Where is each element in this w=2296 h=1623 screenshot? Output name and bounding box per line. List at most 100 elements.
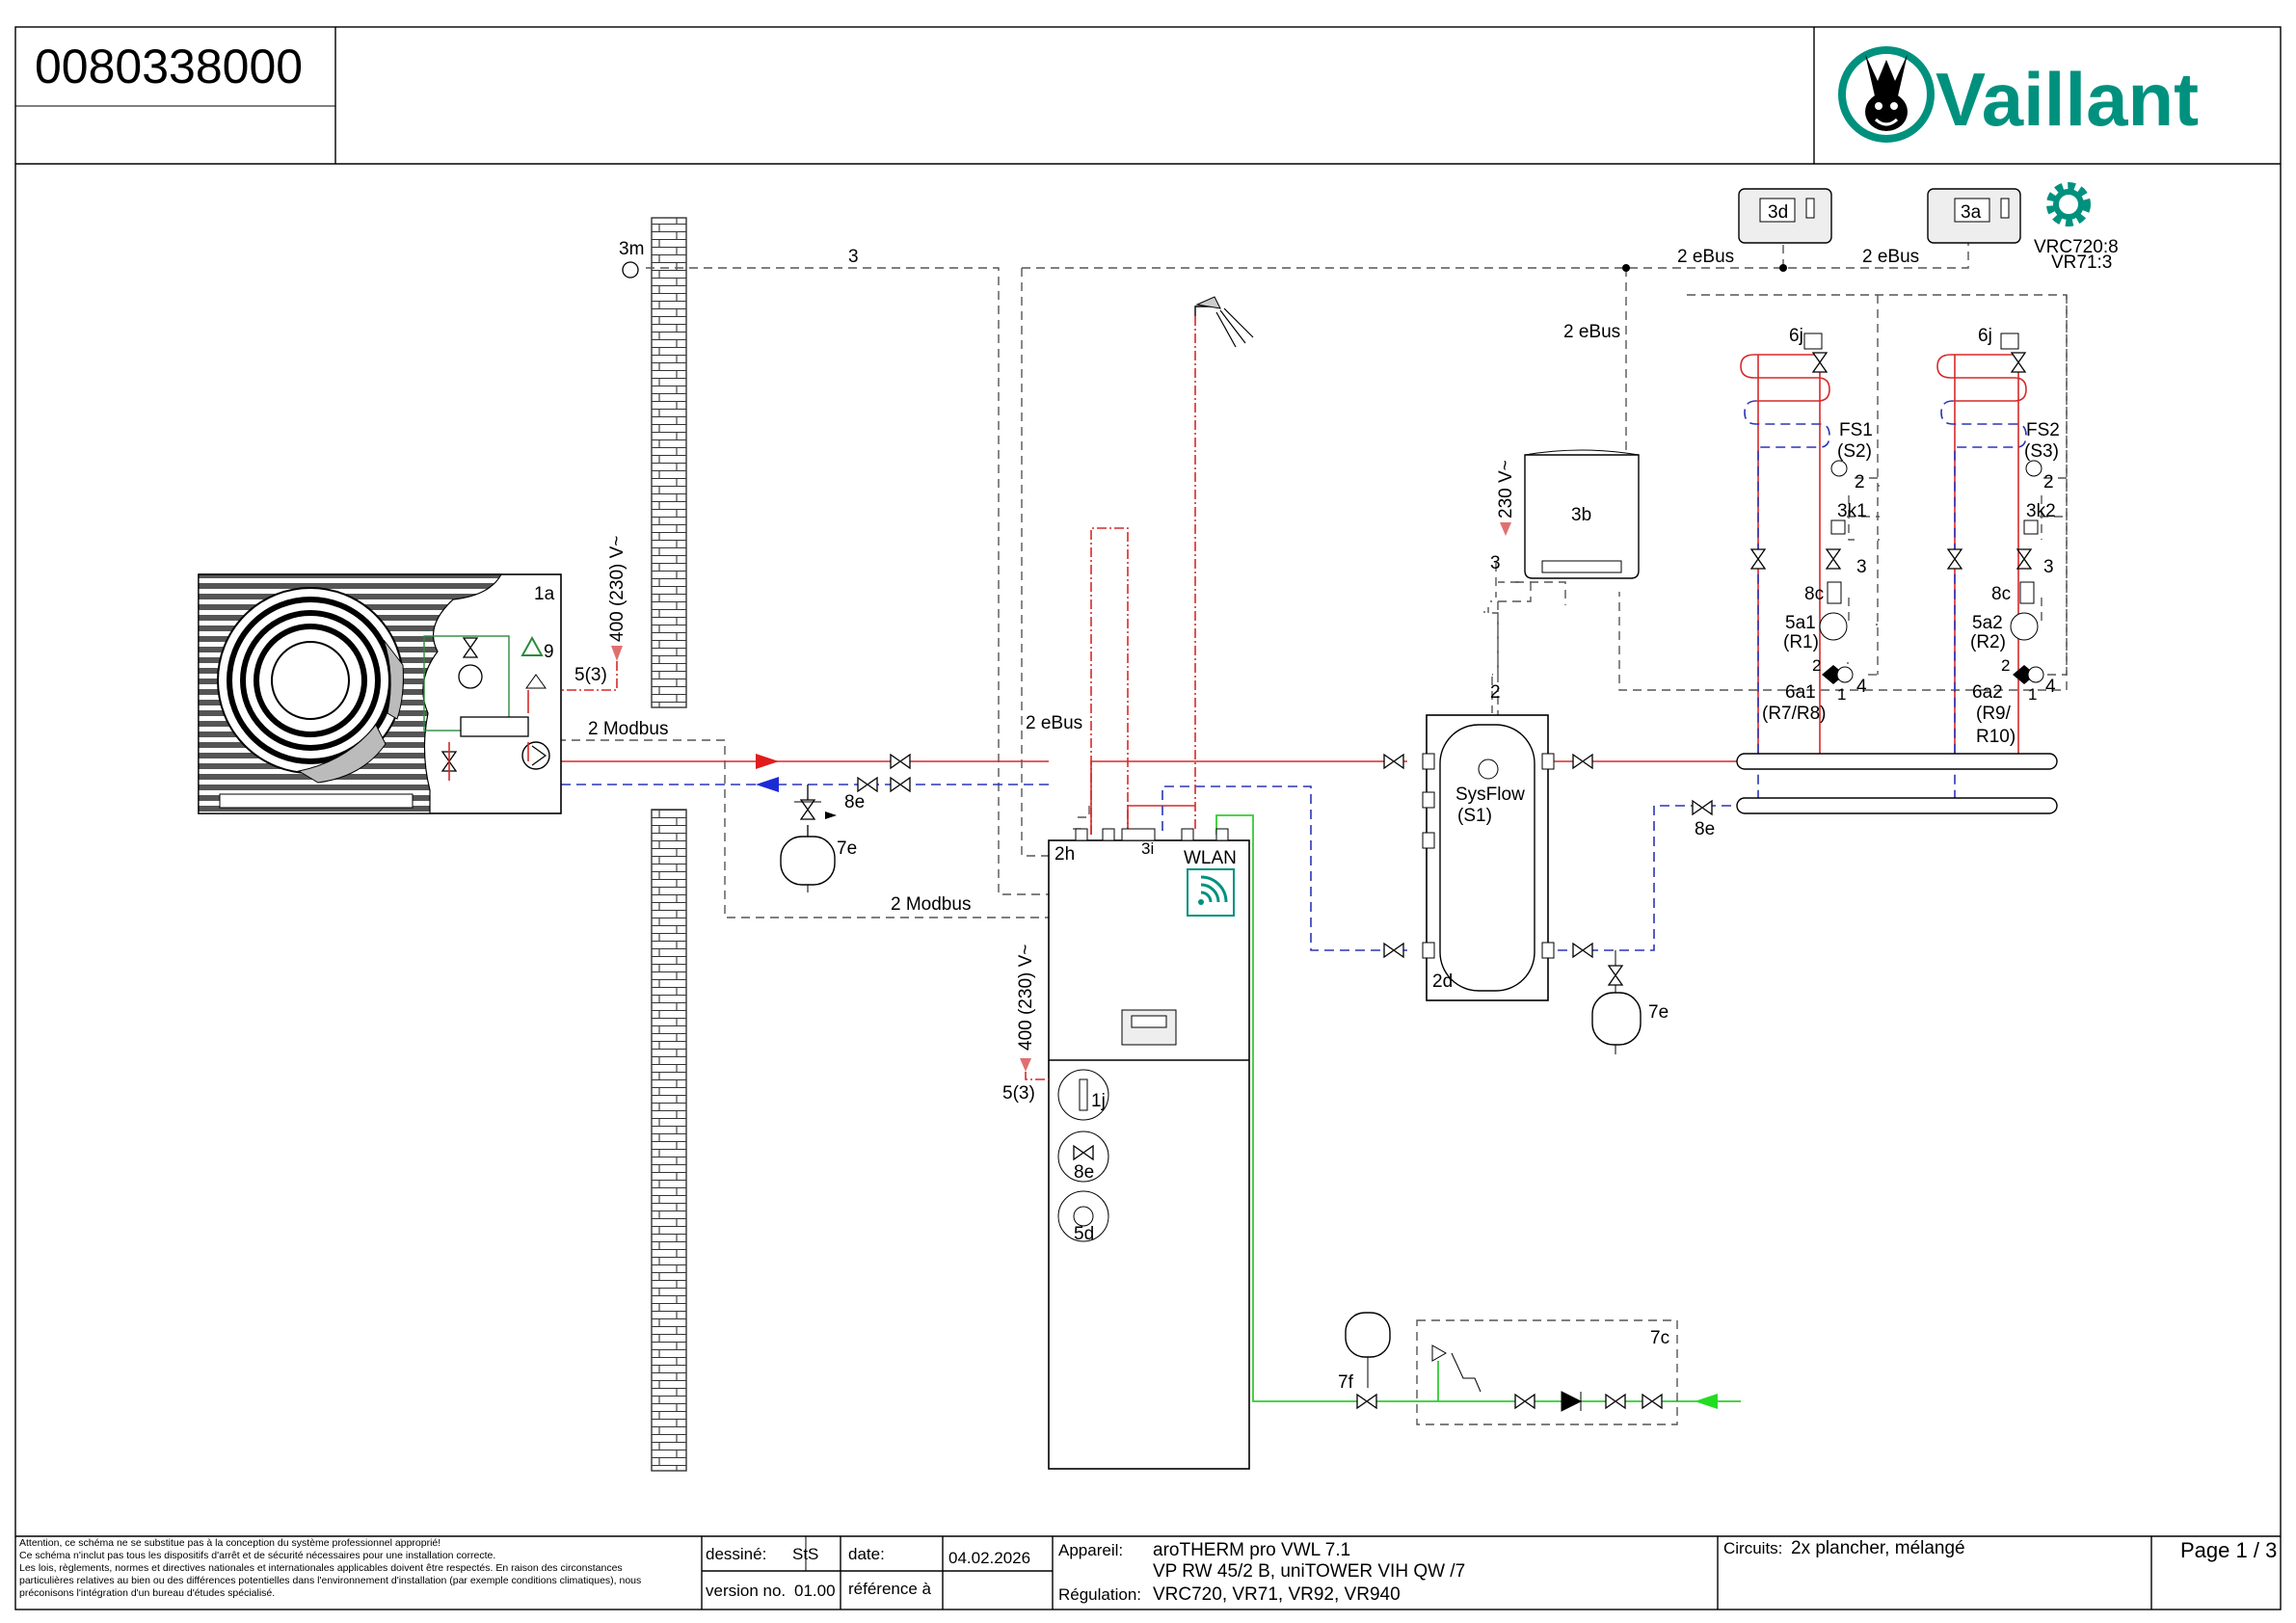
regulation-value: VRC720, VR71, VR92, VR940 <box>1153 1584 1401 1605</box>
c2-5a2: 5a2 <box>1972 613 2003 633</box>
outdoor-unit <box>198 573 562 814</box>
bus-wiring <box>469 237 2068 918</box>
c1-fs1: FS1 <box>1839 420 1873 440</box>
appliance-line-2: VP RW 45/2 B, uniTOWER VIH QW /7 <box>1153 1561 1465 1582</box>
tower-1j: 1j <box>1091 1091 1106 1111</box>
remote-3a <box>1927 188 2021 244</box>
flow-arrow-red <box>756 754 779 769</box>
cold-water-group <box>1345 1312 1678 1425</box>
document-number: 0080338000 <box>35 40 303 93</box>
power-lead <box>561 661 618 691</box>
c1-sensor-wire: 2 <box>1855 472 1865 492</box>
c1-3k1: 3k1 <box>1837 501 1867 521</box>
c2-3k2: 3k2 <box>2026 501 2056 521</box>
c1-5a1: 5a1 <box>1785 613 1816 633</box>
brand-name: Vaillant <box>1936 57 2199 142</box>
tower-power-wire: 5(3) <box>1002 1083 1035 1104</box>
module-3b-label: 3b <box>1571 505 1591 525</box>
circuit2-components <box>1947 333 2044 684</box>
buffer-tank <box>1422 714 1555 1001</box>
tower-power: 400 (230) V~ <box>1016 945 1036 1051</box>
power-connector <box>611 646 623 661</box>
c2-s3: (S3) <box>2024 441 2059 462</box>
unitower <box>1048 828 1250 1470</box>
c2-6a2: 6a2 <box>1972 682 2003 703</box>
valve-8e-left: 8e <box>844 792 865 812</box>
c2-port2: 2 <box>2001 656 2010 675</box>
c1-limiter-wire: 3 <box>1856 557 1867 577</box>
module-3b-power: 230 V~ <box>1496 460 1516 519</box>
buffer-sensor-ref: (S1) <box>1457 806 1492 826</box>
circuits-value: 2x plancher, mélangé <box>1791 1538 1965 1558</box>
reference-label: référence à <box>848 1580 932 1598</box>
page-number: Page 1 / 3 <box>2180 1538 2277 1562</box>
title-block <box>15 1535 2281 1610</box>
wall-upper <box>651 217 687 708</box>
module-3b-wire: 3 <box>1490 553 1501 573</box>
ebus-label-3a: 2 eBus <box>1862 247 1919 267</box>
c2-r9: (R9/ <box>1976 704 2012 724</box>
flow-arrow-green <box>1695 1394 1718 1409</box>
controller-model-2: VR71:3 <box>2051 253 2112 273</box>
modbus-label-top: 2 Modbus <box>588 719 668 739</box>
drawn-label: dessiné: <box>706 1545 766 1563</box>
controller-model-1: VRC720:8 <box>2034 237 2119 257</box>
expansion-vessel-left <box>780 785 837 892</box>
disclaimer-line-2: Ce schéma n'inclut pas tous les disposit… <box>19 1550 495 1561</box>
ebus-label-3b: 2 eBus <box>1563 322 1620 342</box>
valve-8e-right: 8e <box>1695 819 1715 839</box>
regulation-label: Régulation: <box>1058 1585 1141 1604</box>
c1-8c: 8c <box>1804 584 1824 604</box>
ebus-label-3d: 2 eBus <box>1677 247 1734 267</box>
warning-icon <box>521 635 544 656</box>
bus-junction-1 <box>1622 264 1630 272</box>
c2-fs2: FS2 <box>2026 420 2060 440</box>
vessel-7e-left: 7e <box>837 838 857 859</box>
remote-3d <box>1738 188 1832 244</box>
wall-lower <box>651 809 687 1472</box>
c1-port1: 1 <box>1837 685 1846 704</box>
manifold-flow <box>1736 753 2058 770</box>
remote-3a-label: 3a <box>1961 202 1982 223</box>
circuits-label: Circuits: <box>1723 1539 1782 1557</box>
date-label: date: <box>848 1545 885 1563</box>
manifold-return <box>1736 797 2058 814</box>
disclaimer-line-5: préconisons l'intégration d'un bureau d'… <box>19 1587 275 1599</box>
buffer-label: 2d <box>1432 971 1453 992</box>
shower-icon <box>1194 296 1254 348</box>
modbus-label-bottom: 2 Modbus <box>891 894 971 915</box>
c1-r7r8: (R7/R8) <box>1762 704 1827 724</box>
version-label: version no. <box>706 1582 786 1600</box>
c1-6j: 6j <box>1789 326 1803 346</box>
ebus-label-tower: 2 eBus <box>1026 713 1082 733</box>
disclaimer-line-1: Attention, ce schéma ne se substitue pas… <box>19 1537 441 1549</box>
buffer-sensor: SysFlow <box>1455 785 1525 805</box>
sensor-3m-label: 3m <box>619 239 644 259</box>
vaillant-logo <box>1838 46 1935 143</box>
vessel-7f: 7f <box>1338 1372 1354 1393</box>
expansion-vessel-right <box>1591 950 1642 1054</box>
outdoor-sensor-icon <box>622 261 639 279</box>
appliance-line-1: aroTHERM pro VWL 7.1 <box>1153 1540 1350 1560</box>
c1-port2: 2 <box>1812 656 1821 675</box>
c1-mixer-wire: 4 <box>1856 677 1867 697</box>
c1-s2: (S2) <box>1837 441 1872 462</box>
c2-mixer-wire: 4 <box>2045 677 2056 697</box>
drawing-frame <box>14 26 2282 1610</box>
circuit1-components <box>1750 333 1854 684</box>
disclaimer-line-3: Les lois, règlements, normes et directiv… <box>19 1562 623 1574</box>
wlan-icon <box>1198 875 1228 905</box>
c2-r2: (R2) <box>1970 632 2006 652</box>
warning-label: 9 <box>544 642 554 662</box>
module-3b-connector <box>1500 522 1511 536</box>
disclaimer-line-4: particulières relatives au bien ou des d… <box>19 1575 641 1586</box>
outdoor-power-wire: 5(3) <box>574 665 607 685</box>
outdoor-power: 400 (230) V~ <box>607 536 627 642</box>
tower-wlan: WLAN <box>1184 848 1237 868</box>
c2-port1: 1 <box>2028 685 2037 704</box>
remote-3d-label: 3d <box>1768 202 1788 223</box>
tower-power-connector <box>1020 1058 1031 1072</box>
tower-2h: 2h <box>1055 844 1075 865</box>
vessel-7e-right: 7e <box>1648 1002 1669 1023</box>
